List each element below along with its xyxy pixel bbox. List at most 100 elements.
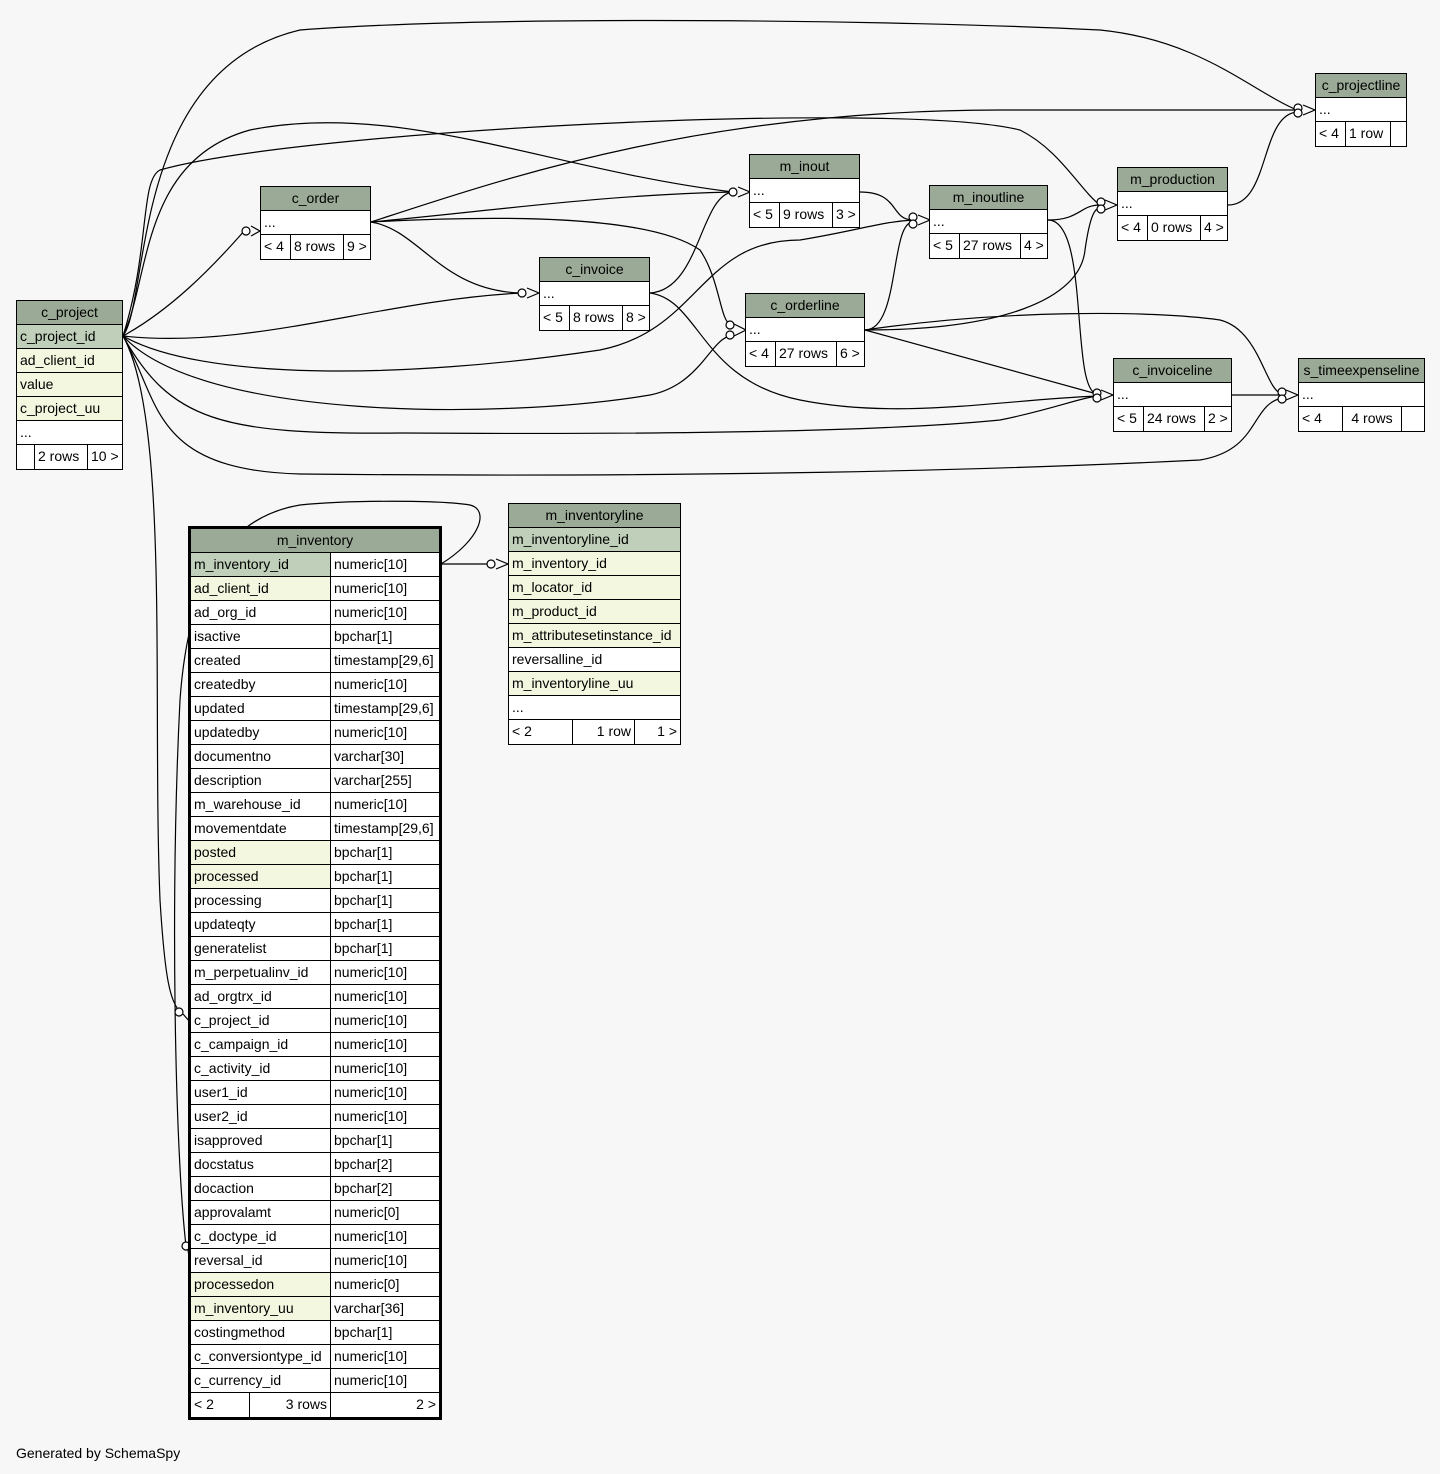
table-m-production[interactable]: m_production ... < 4 0 rows 4 > bbox=[1117, 167, 1228, 241]
table-c-invoice[interactable]: c_invoice ... < 5 8 rows 8 > bbox=[539, 257, 650, 331]
column-name: reversal_id bbox=[191, 1249, 330, 1272]
footer-credit: Generated by SchemaSpy bbox=[16, 1445, 181, 1461]
column-name: updatedby bbox=[191, 721, 330, 744]
table-title: c_projectline bbox=[1316, 74, 1406, 98]
column-type: numeric[10] bbox=[330, 1057, 439, 1080]
column-name: updateqty bbox=[191, 913, 330, 936]
column-type: bpchar[1] bbox=[330, 1321, 439, 1344]
column-type: numeric[10] bbox=[330, 1081, 439, 1104]
column-name: generatelist bbox=[191, 937, 330, 960]
column-row: ... bbox=[17, 421, 122, 445]
column-name: m_inventory_uu bbox=[191, 1297, 330, 1320]
edge-project-invoiceline bbox=[122, 335, 1098, 435]
column-name: processedon bbox=[191, 1273, 330, 1296]
column-name: c_doctype_id bbox=[191, 1225, 330, 1248]
column-name: processing bbox=[191, 889, 330, 912]
table-title: c_invoiceline bbox=[1114, 359, 1231, 383]
column-row: m_inventoryline_id bbox=[509, 528, 680, 552]
edge-order-orderline bbox=[370, 217, 731, 325]
column-type: numeric[10] bbox=[330, 1369, 439, 1392]
column-type: numeric[10] bbox=[330, 1345, 439, 1368]
more-columns: ... bbox=[1114, 383, 1231, 407]
more-columns: ... bbox=[1316, 98, 1406, 122]
table-s-timeexpenseline[interactable]: s_timeexpenseline ... < 4 4 rows bbox=[1298, 358, 1425, 432]
table-c-orderline[interactable]: c_orderline ... < 4 27 rows 6 > bbox=[745, 293, 865, 367]
more-columns: ... bbox=[1299, 383, 1424, 407]
edge-order-invoice bbox=[370, 221, 521, 294]
table-m-inventoryline[interactable]: m_inventoryline m_inventoryline_id m_inv… bbox=[508, 503, 681, 745]
table-title: m_inoutline bbox=[930, 186, 1047, 210]
column-name: ad_client_id bbox=[191, 577, 330, 600]
more-columns: ... bbox=[261, 211, 370, 235]
column-type: bpchar[1] bbox=[330, 625, 439, 648]
column-name: c_conversiontype_id bbox=[191, 1345, 330, 1368]
column-row: m_inventory_id bbox=[509, 552, 680, 576]
column-row: m_locator_id bbox=[509, 576, 680, 600]
column-name: m_inventory_id bbox=[191, 553, 330, 576]
table-c-project[interactable]: c_project c_project_id ad_client_id valu… bbox=[16, 300, 123, 470]
column-name: documentno bbox=[191, 745, 330, 768]
stats-row: < 5 9 rows 3 > bbox=[750, 203, 859, 227]
column-type: numeric[10] bbox=[330, 673, 439, 696]
column-type: bpchar[1] bbox=[330, 937, 439, 960]
table-m-inoutline[interactable]: m_inoutline ... < 5 27 rows 4 > bbox=[929, 185, 1048, 259]
column-name: m_warehouse_id bbox=[191, 793, 330, 816]
column-name: isapproved bbox=[191, 1129, 330, 1152]
edge-invoice-invoiceline bbox=[649, 292, 1098, 410]
edge-project-invoice bbox=[122, 292, 523, 339]
column-row: m_product_id bbox=[509, 600, 680, 624]
column-type: numeric[0] bbox=[330, 1273, 439, 1296]
column-type: bpchar[1] bbox=[330, 913, 439, 936]
stats-row: < 5 24 rows 2 > bbox=[1114, 407, 1231, 431]
edge-project-orderline bbox=[122, 335, 731, 411]
column-row: ad_client_id bbox=[17, 349, 122, 373]
table-title: s_timeexpenseline bbox=[1299, 359, 1424, 383]
column-name: createdby bbox=[191, 673, 330, 696]
column-type: timestamp[29,6] bbox=[330, 817, 439, 840]
table-m-inout[interactable]: m_inout ... < 5 9 rows 3 > bbox=[749, 154, 860, 228]
stats-row: < 4 4 rows bbox=[1299, 407, 1424, 431]
edge-project-inoutline bbox=[122, 219, 914, 372]
column-type: numeric[10] bbox=[330, 793, 439, 816]
table-title: m_inventory bbox=[191, 529, 439, 553]
column-name: docaction bbox=[191, 1177, 330, 1200]
column-type: varchar[36] bbox=[330, 1297, 439, 1320]
column-type: bpchar[2] bbox=[330, 1153, 439, 1176]
table-title: m_production bbox=[1118, 168, 1227, 192]
column-name: c_activity_id bbox=[191, 1057, 330, 1080]
column-name: c_project_id bbox=[191, 1009, 330, 1032]
column-type: numeric[10] bbox=[330, 721, 439, 744]
column-type: numeric[0] bbox=[330, 1201, 439, 1224]
more-columns: ... bbox=[540, 282, 649, 306]
column-row: m_attributesetinstance_id bbox=[509, 624, 680, 648]
column-name: user2_id bbox=[191, 1105, 330, 1128]
column-type: bpchar[1] bbox=[330, 889, 439, 912]
column-type: numeric[10] bbox=[330, 1249, 439, 1272]
column-type: numeric[10] bbox=[330, 1033, 439, 1056]
edge-inoutline-production bbox=[1047, 204, 1101, 221]
edge-order-inout bbox=[370, 191, 734, 223]
stats-row: < 4 1 row bbox=[1316, 122, 1406, 146]
table-title: c_project bbox=[17, 301, 122, 325]
table-c-invoiceline[interactable]: c_invoiceline ... < 5 24 rows 2 > bbox=[1113, 358, 1232, 432]
column-name: posted bbox=[191, 841, 330, 864]
column-name: docstatus bbox=[191, 1153, 330, 1176]
column-type: numeric[10] bbox=[330, 985, 439, 1008]
table-c-order[interactable]: c_order ... < 4 8 rows 9 > bbox=[260, 186, 371, 260]
table-c-projectline[interactable]: c_projectline ... < 4 1 row bbox=[1315, 73, 1407, 147]
